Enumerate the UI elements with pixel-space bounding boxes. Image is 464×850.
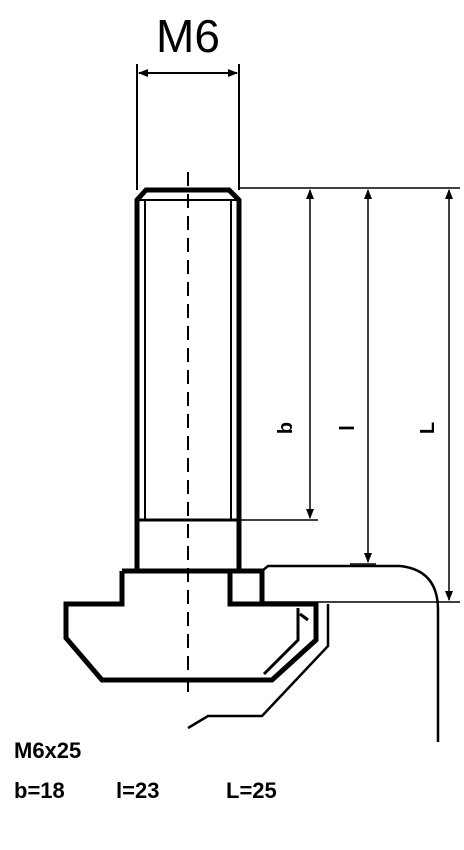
spec-b-value: b=18 <box>14 778 65 803</box>
spec-size: M6x25 <box>14 738 82 763</box>
t-slot-head <box>63 568 319 683</box>
profile-inner-edge <box>187 604 330 730</box>
thread-diameter-label: M6 <box>156 10 220 62</box>
profile-outline <box>261 564 440 742</box>
spec-L-value: L=25 <box>226 778 277 803</box>
dim-b-label: b <box>275 422 297 434</box>
dim-L-label: L <box>417 422 439 434</box>
bolt-shank <box>134 187 242 571</box>
dim-l-label: l <box>337 425 359 431</box>
spec-l-value: l=23 <box>116 778 160 803</box>
t-slot-head-detail <box>262 608 309 676</box>
